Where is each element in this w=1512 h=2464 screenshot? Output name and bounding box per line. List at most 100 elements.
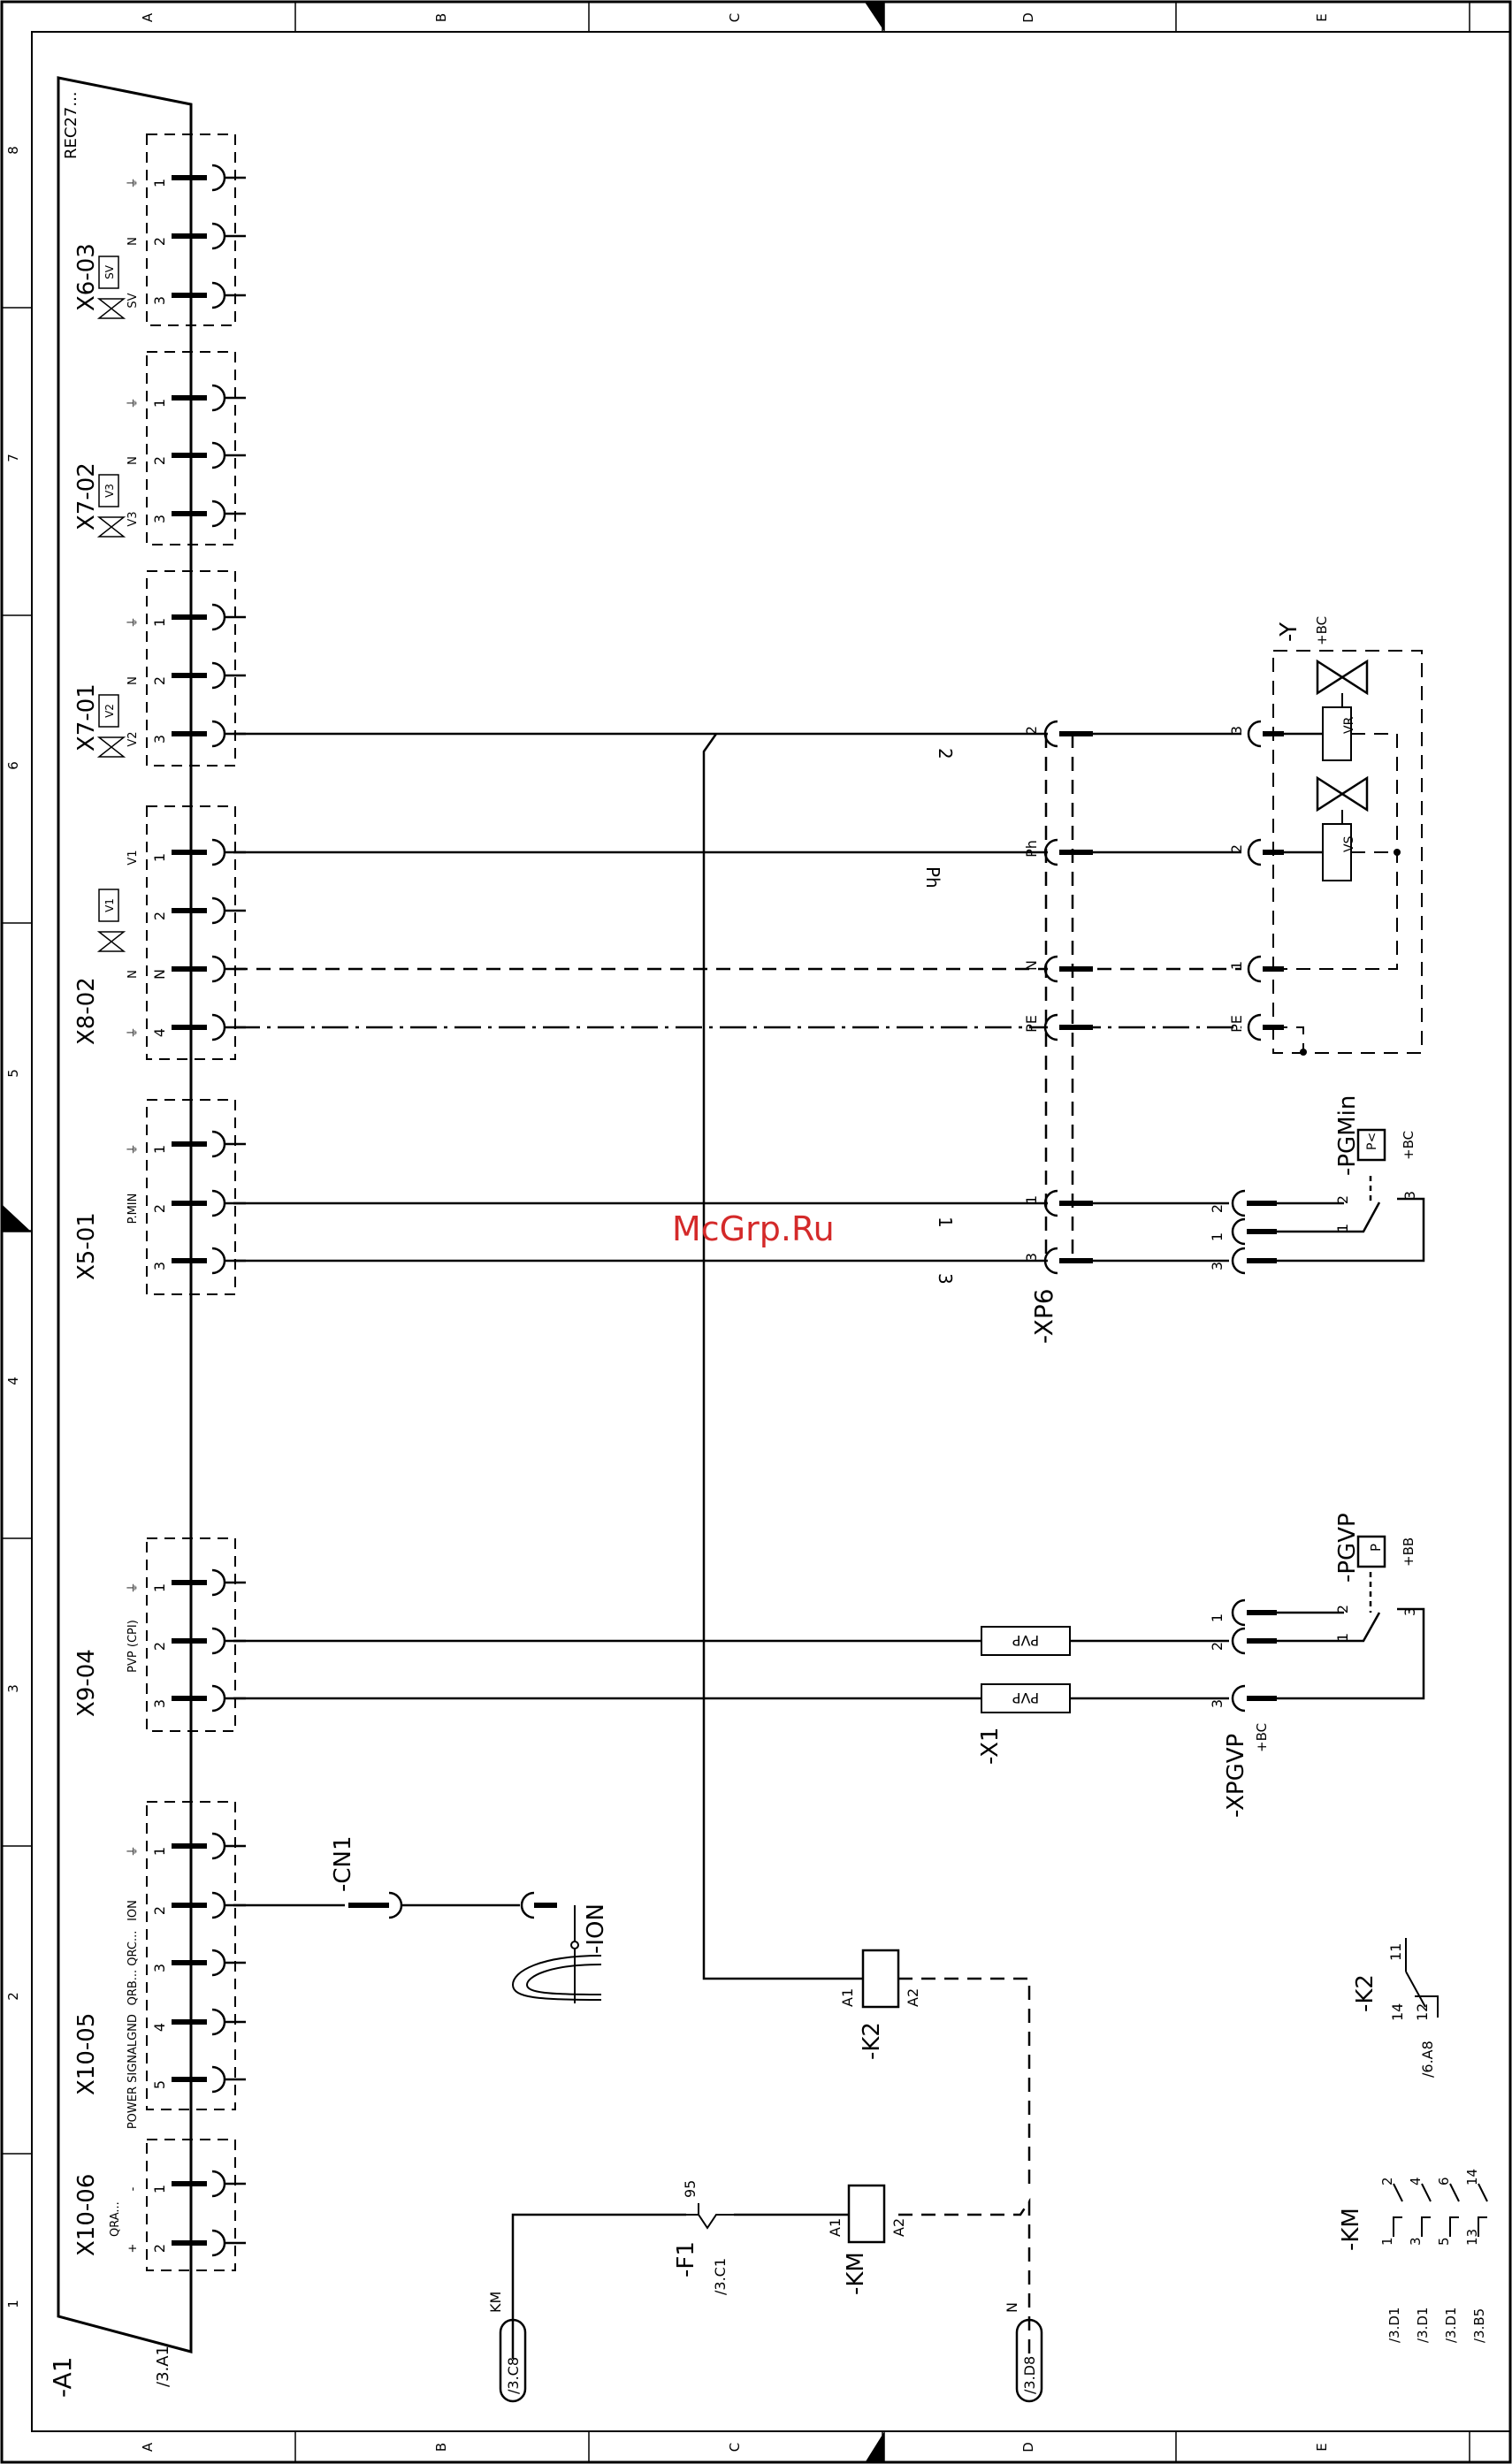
xpgvp-pin bbox=[1231, 1684, 1277, 1713]
pgmin-contact-label: 2 bbox=[1334, 1195, 1351, 1204]
k2-contact-14: 14 bbox=[1389, 2003, 1406, 2021]
x1-terminal-1: PVP bbox=[1012, 1632, 1040, 1649]
connector-pin bbox=[172, 2008, 246, 2036]
row-label-3: 3 bbox=[5, 1684, 21, 1693]
column-band-bottom bbox=[294, 2430, 1470, 2462]
connector-pin-number: 2 bbox=[151, 1204, 168, 1213]
plug-xp6-tag: -XP6 bbox=[1029, 1288, 1058, 1344]
wire-km bbox=[511, 2213, 686, 2359]
row-band-left bbox=[2, 307, 32, 2155]
connector-id: X8-02 bbox=[73, 977, 100, 1045]
xpgvp-pin-label: 1 bbox=[1209, 1613, 1226, 1622]
xpgvp-loc: +BC bbox=[1254, 1723, 1270, 1752]
connector-pin bbox=[172, 2229, 246, 2257]
dashed-neutral bbox=[898, 734, 1074, 2359]
xp6-pin-label: N bbox=[1023, 960, 1040, 971]
valve-unit-loc: +BC bbox=[1314, 616, 1330, 645]
valve-vs-icon bbox=[1316, 775, 1369, 812]
k2-contact-tag: -K2 bbox=[1352, 1974, 1378, 2012]
connector-id: X9-04 bbox=[73, 1649, 100, 1717]
km-contact-row bbox=[1478, 2183, 1488, 2237]
wire-number-ph: Ph bbox=[922, 866, 943, 889]
valve-icon-label: SV bbox=[103, 264, 116, 279]
valve-icon: V3 bbox=[96, 474, 126, 538]
cn1-tag: -CN1 bbox=[330, 1835, 356, 1892]
km-contact-row bbox=[1449, 2183, 1460, 2237]
pgmin-symbol: P< bbox=[1365, 1133, 1379, 1150]
connector-pin bbox=[172, 222, 246, 250]
controller-tag: -A1 bbox=[48, 2357, 77, 2398]
connector-pin-label: N bbox=[126, 237, 140, 246]
connector-pin-number: 4 bbox=[151, 2023, 168, 2032]
controller-ref: /3.A1 bbox=[154, 2346, 172, 2387]
km-contact-ref: /3.D1 bbox=[1415, 2308, 1431, 2343]
pgmin-pin bbox=[1231, 1217, 1277, 1246]
connector-pin-number: 2 bbox=[151, 1906, 168, 1915]
pgmin-loc: +BC bbox=[1401, 1131, 1417, 1160]
col-label-b-bottom: B bbox=[433, 2443, 449, 2452]
connector-pin-number: 2 bbox=[151, 912, 168, 920]
ref-flag-n bbox=[1015, 2318, 1043, 2403]
row-label-5: 5 bbox=[5, 1069, 21, 1078]
valve-icon: V2 bbox=[96, 694, 126, 758]
pgmin-pin-label: 1 bbox=[1209, 1232, 1226, 1241]
connector-pin-label: ⏚ bbox=[126, 1845, 140, 1857]
col-label-e-top: E bbox=[1314, 13, 1330, 21]
col-label-d-bottom: D bbox=[1020, 2442, 1036, 2453]
ref-flag-n-label: N bbox=[1004, 2302, 1020, 2313]
ref-flag-km bbox=[499, 2318, 527, 2403]
connector-pin-number: 2 bbox=[151, 2244, 168, 2253]
k2-a1: A1 bbox=[839, 1988, 856, 2007]
ion-probe-icon bbox=[511, 1905, 602, 2003]
km-contact-a: 3 bbox=[1408, 2237, 1424, 2246]
xpgvp-pin-label: 2 bbox=[1209, 1642, 1226, 1651]
connector-pin-number: 2 bbox=[151, 237, 168, 246]
connector-pin-label: ⏚ bbox=[126, 397, 140, 408]
connector-pin bbox=[172, 661, 246, 690]
watermark: McGrp.Ru bbox=[672, 1209, 835, 1248]
connector-pin bbox=[172, 1568, 246, 1597]
connector-pin-number: 2 bbox=[151, 676, 168, 685]
pgmin-pin-label: 3 bbox=[1209, 1262, 1226, 1270]
connector-pin-label: POWER SIGNAL bbox=[126, 2040, 140, 2129]
f1-tag: -F1 bbox=[673, 2241, 699, 2277]
connector-pin-number: 1 bbox=[151, 618, 168, 627]
col-label-a-top: A bbox=[140, 12, 156, 22]
k2-contact-ref: /6.A8 bbox=[1419, 2041, 1436, 2078]
row-label-6: 6 bbox=[5, 761, 21, 770]
connector-id: X10-06 bbox=[73, 2174, 100, 2256]
connector-pin-label: V1 bbox=[126, 850, 140, 865]
connector-pin-number: 1 bbox=[151, 179, 168, 187]
connector-pin-number: 5 bbox=[151, 2080, 168, 2089]
xp6-pin-label: 1 bbox=[1023, 1195, 1040, 1204]
valve-unit-pin-label: 1 bbox=[1228, 961, 1245, 970]
controller-model: REC27... bbox=[62, 91, 80, 159]
relay-coil-k2 bbox=[861, 1949, 900, 2009]
controller-a1-outline bbox=[57, 76, 193, 2353]
col-label-d-top: D bbox=[1020, 12, 1036, 23]
pgmin-tag: -PGMin bbox=[1334, 1095, 1361, 1176]
valve-icon: SV bbox=[96, 256, 126, 319]
f1-terminal: 95 bbox=[682, 2180, 699, 2198]
col-label-e-bottom: E bbox=[1314, 2443, 1330, 2451]
connector-pin bbox=[172, 164, 246, 192]
wire-number-3: 3 bbox=[935, 1273, 956, 1285]
connector-pin-label: N bbox=[126, 970, 140, 979]
wire-group bbox=[233, 732, 1241, 2359]
connector-pin-number: 3 bbox=[151, 296, 168, 305]
connector-pin-label: ⏚ bbox=[126, 1582, 140, 1593]
k2-contact-11: 11 bbox=[1387, 1943, 1404, 1961]
valve-unit-pin-label: 2 bbox=[1228, 844, 1245, 853]
valve-icon: V1 bbox=[96, 889, 126, 952]
km-contact-ref: /3.D1 bbox=[1443, 2308, 1459, 2343]
km-contact-row bbox=[1421, 2183, 1432, 2237]
connector-pin-label: SV bbox=[126, 293, 140, 308]
